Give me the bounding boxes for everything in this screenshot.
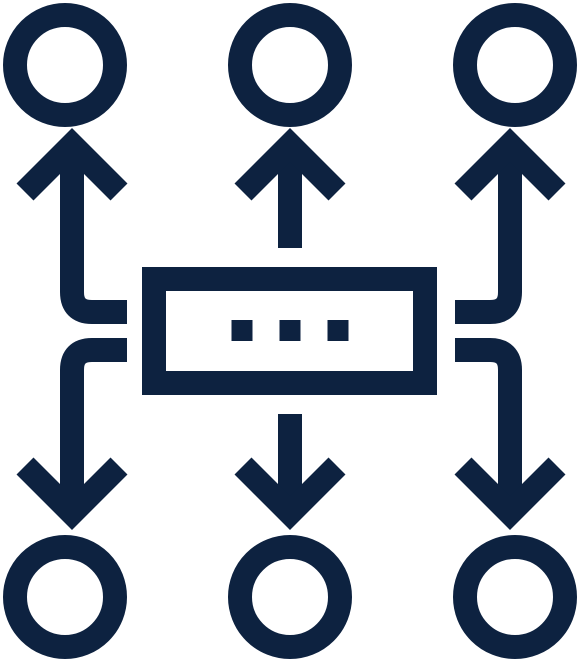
down-center-arrowhead-icon: [234, 457, 346, 530]
down-left-arrowhead-icon: [16, 457, 128, 530]
bottom-center-node-icon: [228, 535, 352, 659]
hub-dot: [279, 320, 301, 341]
top-right-node-icon: [453, 3, 577, 127]
top-center-node-icon: [228, 3, 352, 127]
up-center-arrowhead-icon: [234, 128, 346, 201]
hub-dot: [327, 320, 349, 341]
down-right-connector: [455, 338, 522, 500]
bottom-right-node-icon: [453, 535, 577, 659]
hub-box: [142, 267, 437, 395]
bottom-left-node-icon: [3, 535, 127, 659]
up-left-connector: [60, 158, 127, 324]
up-right-connector: [455, 158, 522, 324]
down-left-connector: [60, 338, 127, 500]
hub-dot: [231, 320, 253, 341]
up-right-arrowhead-icon: [454, 128, 566, 201]
up-left-arrowhead-icon: [16, 128, 128, 201]
down-right-arrowhead-icon: [454, 457, 566, 530]
hub-indicator-dots: [231, 320, 349, 341]
top-left-node-icon: [3, 3, 127, 127]
